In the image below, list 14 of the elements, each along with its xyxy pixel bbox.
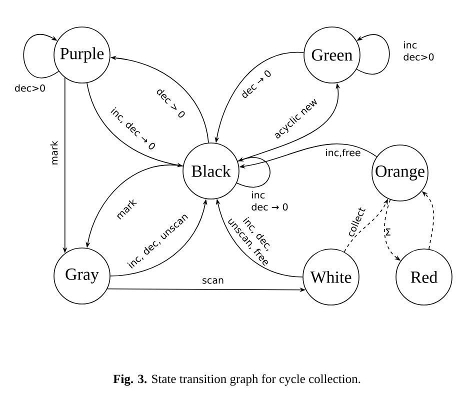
edge-label: mark <box>50 140 58 164</box>
edge-label: dec → 0 <box>242 70 271 98</box>
caption: Fig. 3. State transition graph for cycle collection. <box>113 374 360 386</box>
edge-label: dec>0 <box>14 84 45 92</box>
edge-label: Σ <box>386 228 390 236</box>
loop-arrow <box>236 157 270 188</box>
loop-arrow <box>356 34 390 74</box>
edge-label: inc dec>0 <box>404 41 434 61</box>
edge-label: scan <box>202 278 224 284</box>
edge-label: dec > 0 <box>156 90 185 118</box>
edge-label: inc, dec → 0 <box>110 107 156 150</box>
edge-label: inc dec → 0 <box>252 191 288 211</box>
edge-label: inc,free <box>326 148 360 158</box>
loop-arrow <box>23 34 60 78</box>
